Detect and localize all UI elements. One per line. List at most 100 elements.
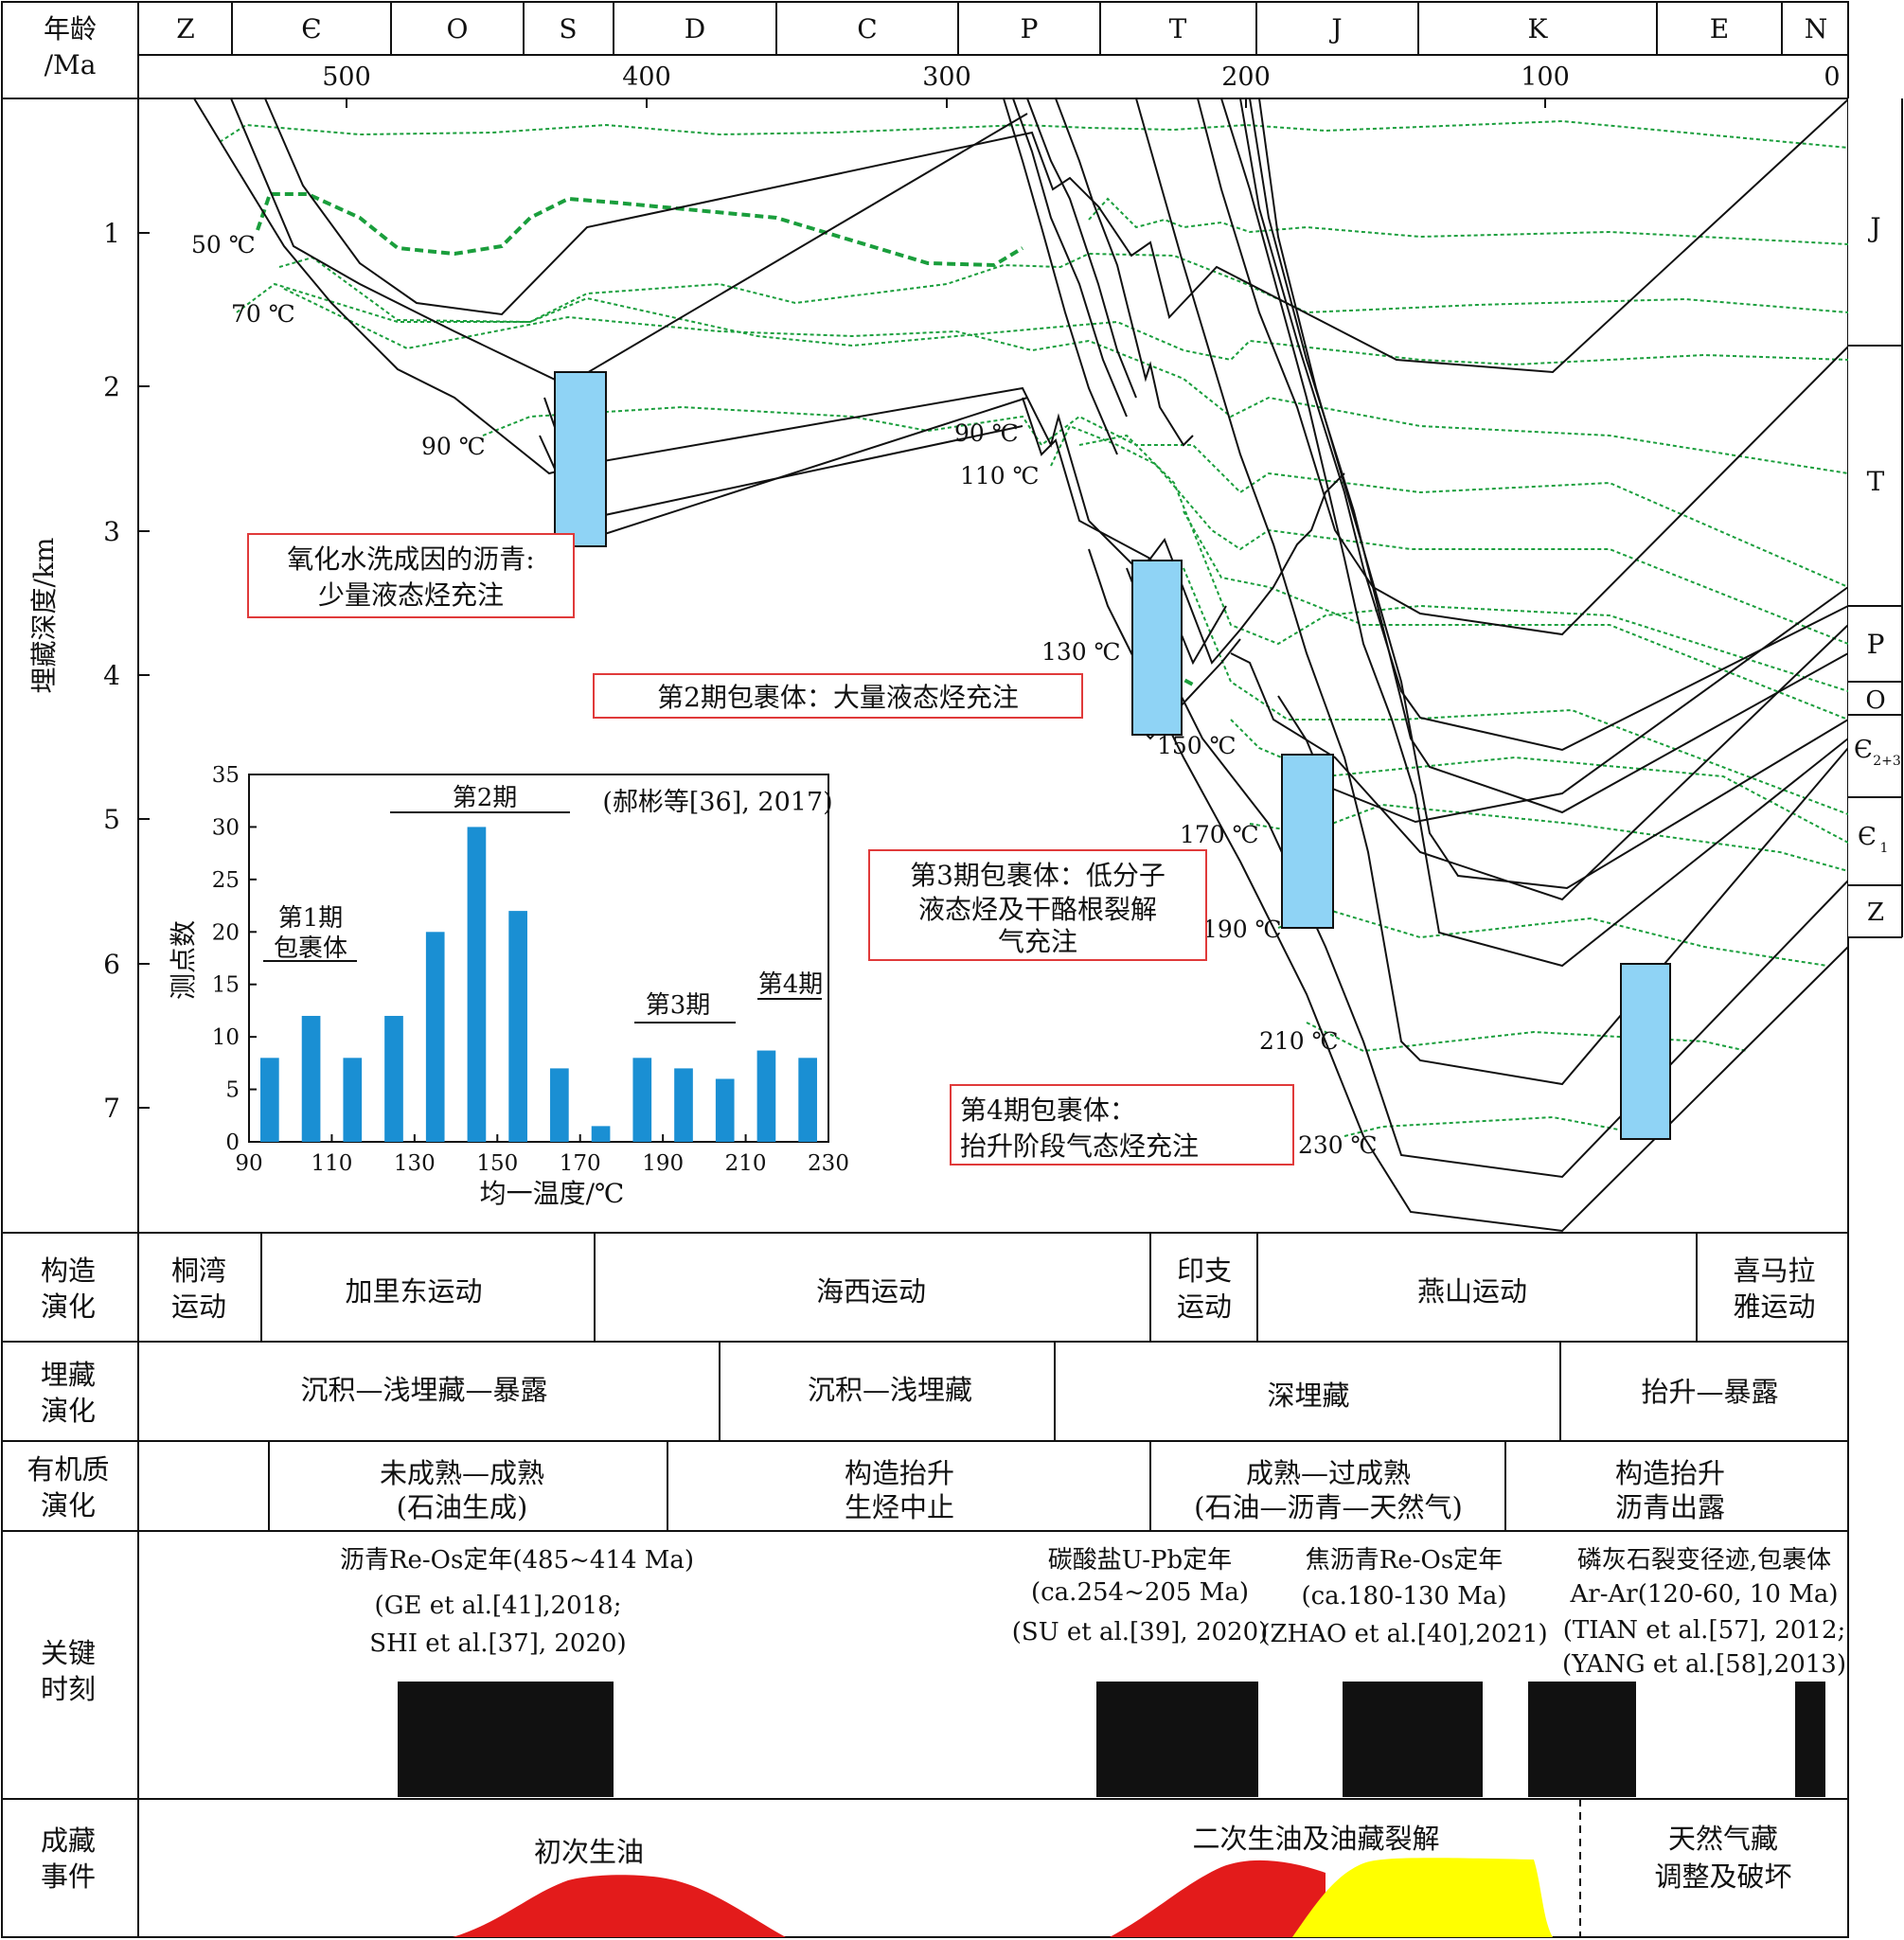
histogram-bar	[260, 1058, 279, 1142]
histogram-y-tick-label: 15	[212, 973, 240, 998]
row-label-burial-1: 埋藏	[41, 1359, 96, 1391]
row-label-organic-2: 演化	[41, 1489, 96, 1522]
event-gas-2: 调整及破坏	[1654, 1860, 1791, 1893]
isotherm-line	[1183, 567, 1849, 815]
histogram-y-tick-label: 10	[212, 1025, 240, 1050]
inclusion-stage3-bar	[1281, 754, 1334, 929]
inclusion-stage2-bar	[1131, 560, 1183, 736]
period-C: C	[857, 13, 877, 44]
isotherm-label: 190 ℃	[1202, 916, 1282, 943]
histogram-bar	[715, 1078, 735, 1142]
key-time-4-line2: Ar-Ar(120-60, 10 Ma)	[1570, 1580, 1839, 1609]
period-P: P	[1021, 13, 1039, 44]
organic-stage-2-line1: 构造抬升	[845, 1457, 954, 1489]
stratum-Cm1: Є	[1858, 823, 1877, 851]
stratum-Cm23: Є	[1854, 736, 1873, 764]
burial-line	[1088, 520, 1227, 666]
key-time-2-line3: (SU et al.[39], 2020)	[1012, 1618, 1269, 1646]
isotherm-labels: 50 ℃ 70 ℃ 90 ℃ 90 ℃ 110 ℃ 130 ℃ 150 ℃ 17…	[191, 231, 1378, 1159]
histogram-x-tick-label: 150	[476, 1151, 518, 1176]
key-time-4-line4: (YANG et al.[58],2013)	[1562, 1650, 1846, 1679]
age-tick-100: 100	[1521, 62, 1570, 92]
annotation-1-line1: 氧化水洗成因的沥青:	[287, 543, 534, 575]
histogram-x-tick-label: 170	[560, 1151, 601, 1176]
period-D: D	[685, 13, 705, 44]
oil-cracking-curve	[1292, 1858, 1553, 1937]
row-label-key-2: 时刻	[41, 1673, 96, 1705]
histogram-x-tick-label: 230	[808, 1151, 849, 1176]
organic-stage-4-line1: 构造抬升	[1615, 1457, 1725, 1489]
row-label-event-2: 事件	[41, 1860, 96, 1893]
histogram-y-tick-label: 20	[212, 920, 240, 945]
burial-line	[1055, 98, 1194, 447]
histogram-stage1-label: 第1期	[278, 904, 344, 933]
burial-line	[1003, 98, 1118, 455]
isotherm-label: 170 ℃	[1180, 821, 1259, 848]
histogram-bar	[301, 1015, 321, 1142]
key-time-1-line3: SHI et al.[37], 2020)	[369, 1629, 626, 1658]
histogram-y-tick-label: 5	[225, 1078, 240, 1103]
annotation-4-line1: 第4期包裹体：	[960, 1095, 1136, 1126]
isotherm-line	[278, 252, 1849, 324]
burial-stage-2: 沉积—浅埋藏	[808, 1374, 972, 1406]
burial-line	[1026, 98, 1137, 399]
age-tick-200: 200	[1221, 62, 1271, 92]
tectonic-tongwan-1: 桐湾	[171, 1255, 226, 1287]
stratum-J: J	[1867, 212, 1880, 243]
tectonic-indosinian-2: 运动	[1177, 1290, 1232, 1323]
age-tick-0: 0	[1824, 62, 1840, 92]
histogram-stage4-label: 第4期	[758, 970, 824, 999]
histogram-bar	[632, 1058, 652, 1142]
key-time-5-bar	[1795, 1682, 1825, 1797]
depth-tick-4: 4	[103, 660, 120, 691]
isotherm-label: 130 ℃	[1041, 638, 1121, 666]
annotation-box-1: 氧化水洗成因的沥青: 少量液态烃充注	[247, 533, 575, 618]
burial-stage-1: 沉积—浅埋藏—暴露	[300, 1374, 547, 1406]
histogram-bar	[508, 911, 527, 1142]
burial-line	[1135, 98, 1849, 1086]
isotherm-line	[283, 288, 1849, 474]
stratum-T: T	[1867, 466, 1885, 497]
burial-line	[1088, 548, 1849, 1233]
histogram-title: (郝彬等[36], 2017)	[602, 788, 832, 817]
age-label-2: /Ma	[44, 49, 97, 80]
burial-line	[230, 98, 1028, 390]
key-time-3-line1: 焦沥青Re-Os定年	[1306, 1546, 1503, 1575]
organic-stage-1-line2: (石油生成)	[397, 1491, 528, 1523]
burial-line	[1197, 98, 1849, 636]
row-label-key-1: 关键	[41, 1637, 96, 1669]
tectonic-yanshanian: 燕山运动	[1417, 1275, 1527, 1308]
age-tick-300: 300	[922, 62, 971, 92]
isotherm-label: 110 ℃	[960, 462, 1040, 489]
organic-stage-4-line2: 沥青出露	[1615, 1491, 1725, 1523]
isotherm-line	[1230, 719, 1849, 844]
histogram-x-tick-label: 190	[642, 1151, 684, 1176]
event-primary-oil: 初次生油	[534, 1836, 644, 1868]
isotherm-line	[1088, 197, 1849, 245]
organic-stage-3-line2: (石油—沥青—天然气)	[1194, 1491, 1463, 1523]
row-label-tectonic-1: 构造	[41, 1255, 96, 1287]
key-time-1-bar	[398, 1682, 614, 1797]
burial-line	[1258, 98, 1849, 890]
depth-ticks: 1 2 3 4 5 6 7	[103, 218, 150, 1124]
age-tick-500: 500	[322, 62, 371, 92]
histogram-y-tick-label: 25	[212, 868, 240, 893]
isotherm-lines	[219, 119, 1849, 1137]
histogram-xlabel: 均一温度/℃	[480, 1178, 625, 1209]
key-time-3-line3: (ZHAO et al.[40],2021)	[1260, 1620, 1547, 1648]
histogram-stage3-label: 第3期	[646, 991, 711, 1020]
age-tick-400: 400	[622, 62, 671, 92]
annotation-2: 第2期包裹体：大量液态烃充注	[657, 682, 1019, 713]
histogram-bar	[550, 1068, 569, 1142]
period-N: N	[1805, 13, 1828, 44]
isotherm-line	[482, 405, 1849, 588]
annotation-box-4: 第4期包裹体： 抬升阶段气态烃充注	[950, 1084, 1294, 1166]
organic-stage-1-line1: 未成熟—成熟	[380, 1457, 544, 1489]
row-label-event-1: 成藏	[41, 1824, 96, 1857]
stratum-Cm23-sub: 2+3	[1873, 754, 1901, 769]
period-Z: Z	[176, 13, 194, 44]
isotherm-line	[1183, 510, 1849, 721]
tectonic-hercynian: 海西运动	[816, 1275, 926, 1308]
